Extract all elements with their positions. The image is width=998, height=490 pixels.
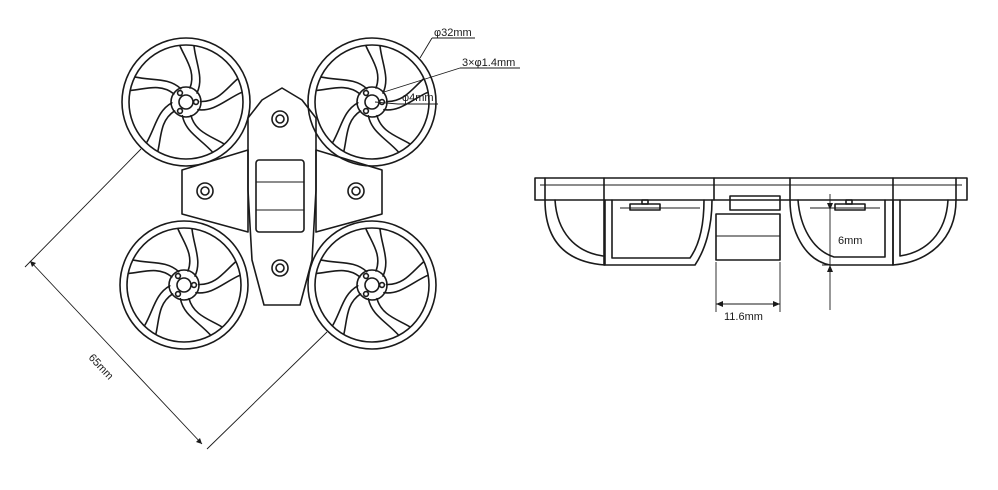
prop-guard-diameter-label: φ32mm — [434, 27, 472, 39]
left-guard-cage — [544, 199, 606, 266]
left-arm — [181, 149, 249, 233]
motor-hole-label: φ4mm — [402, 92, 434, 104]
diagonal-wheelbase-label: 65mm — [86, 352, 116, 383]
camera-body — [715, 213, 781, 261]
bolt-bottom — [271, 259, 289, 277]
duct-bottom-right — [307, 220, 437, 350]
frame-body — [247, 87, 317, 306]
side-view: 11.6mm 6mm — [534, 177, 968, 323]
motor-height-label: 6mm — [838, 235, 862, 247]
duct-bottom-left — [119, 220, 249, 350]
right-motor — [834, 203, 866, 211]
top-rim — [534, 177, 968, 201]
bolt-left — [196, 182, 214, 200]
top-view: φ32mm 3×φ1.4mm φ4mm 65mm — [24, 27, 520, 450]
camera-width-label: 11.6mm — [724, 311, 763, 323]
camera-top — [729, 195, 781, 211]
bolt-right — [347, 182, 365, 200]
duct-top-left — [121, 37, 251, 167]
battery-slot — [255, 159, 305, 233]
bolt-top — [271, 110, 289, 128]
mount-holes-label: 3×φ1.4mm — [462, 57, 515, 69]
left-motor — [629, 203, 661, 211]
right-arm — [315, 149, 383, 233]
